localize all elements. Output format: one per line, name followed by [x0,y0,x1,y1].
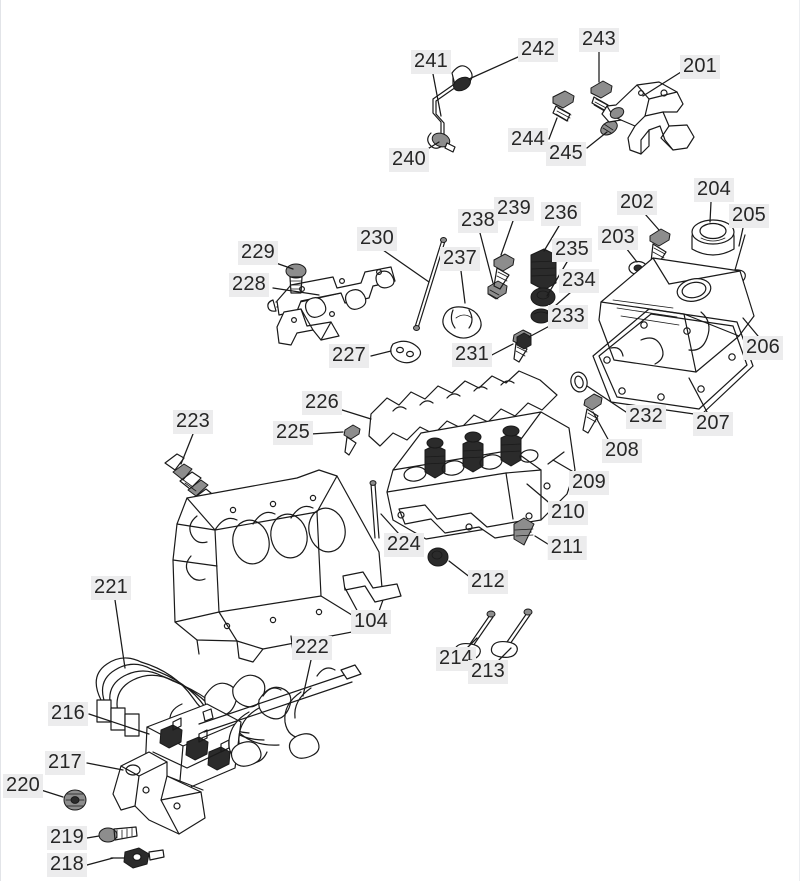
callout-202[interactable]: 202 [617,191,657,215]
callout-231[interactable]: 231 [452,343,492,367]
callout-211[interactable]: 211 [547,536,587,560]
callout-212[interactable]: 212 [468,570,508,594]
callout-227[interactable]: 227 [329,344,369,368]
callout-205[interactable]: 205 [729,204,769,228]
part-bracket-nut [63,789,87,811]
callout-201[interactable]: 201 [680,55,720,79]
valve-spring-cluster-a [424,437,446,479]
callout-223[interactable]: 223 [173,410,213,434]
callout-209[interactable]: 209 [569,471,609,495]
callout-206[interactable]: 206 [743,336,783,360]
coil-tower-group [159,717,231,771]
part-bracket-stud [600,120,618,136]
part-cylinder-head-stud [547,451,565,465]
callout-240[interactable]: 240 [389,148,429,172]
callout-220[interactable]: 220 [3,774,43,798]
callout-237[interactable]: 237 [440,247,480,271]
part-ignition-coil-pack [144,703,242,793]
callout-207[interactable]: 207 [693,412,733,436]
part-oil-filler-cap [691,219,735,256]
callout-230[interactable]: 230 [357,227,397,251]
callout-219[interactable]: 219 [47,826,87,850]
part-valve-spring-retainer [493,253,515,290]
callout-238[interactable]: 238 [458,209,498,233]
part-engine-lift-bracket [601,81,695,155]
callout-229[interactable]: 229 [238,241,278,265]
leader-lines [40,51,759,866]
callout-226[interactable]: 226 [302,391,342,415]
part-pcv-grommet-bolt [649,228,671,267]
callout-239[interactable]: 239 [494,197,534,221]
callout-242[interactable]: 242 [518,38,558,62]
callout-104[interactable]: 104 [351,610,391,634]
part-rocker-shaft-bolt [285,263,307,294]
callout-245[interactable]: 245 [546,142,586,166]
part-cylinder-head [386,411,576,540]
callout-213[interactable]: 213 [468,660,508,684]
part-cylinder-head-dowel [343,424,361,456]
callout-222[interactable]: 222 [292,636,332,660]
callout-228[interactable]: 228 [229,273,269,297]
callout-218[interactable]: 218 [47,853,87,877]
part-bracket-bolt [98,826,138,843]
part-bracket-bolt-lower [552,90,575,122]
part-rocker-shaft-spacer [390,340,422,364]
part-valve-cover [598,257,755,373]
callout-244[interactable]: 244 [508,128,548,152]
callout-235[interactable]: 235 [552,238,592,262]
callout-234[interactable]: 234 [559,269,599,293]
part-intake-valve [490,608,533,658]
part-core-plug [427,547,449,567]
part-valve-guide-insert [516,332,532,350]
callout-232[interactable]: 232 [626,405,666,429]
callout-216[interactable]: 216 [48,702,88,726]
part-coil-mounting-bracket [112,751,206,835]
part-fuel-rail-assembly [198,664,362,767]
part-valve-cover-seal-washer [570,371,588,393]
part-cylinder-head-gasket [368,370,558,447]
callout-233[interactable]: 233 [548,305,588,329]
valve-spring-cluster-b [462,431,484,473]
callout-236[interactable]: 236 [541,202,581,226]
part-rocker-arm [442,306,482,339]
part-valve-guide [513,517,535,546]
part-valve-spring [530,248,557,291]
callout-203[interactable]: 203 [598,226,638,250]
callout-208[interactable]: 208 [602,439,642,463]
callout-204[interactable]: 204 [694,178,734,202]
callout-217[interactable]: 217 [45,751,85,775]
part-head-locating-dowel-pin [369,480,380,539]
callout-243[interactable]: 243 [579,28,619,52]
callout-224[interactable]: 224 [384,533,424,557]
callout-241[interactable]: 241 [411,50,451,74]
part-knock-sensor [110,847,165,869]
callout-221[interactable]: 221 [91,576,131,600]
callout-225[interactable]: 225 [273,421,313,445]
callout-210[interactable]: 210 [548,501,588,525]
